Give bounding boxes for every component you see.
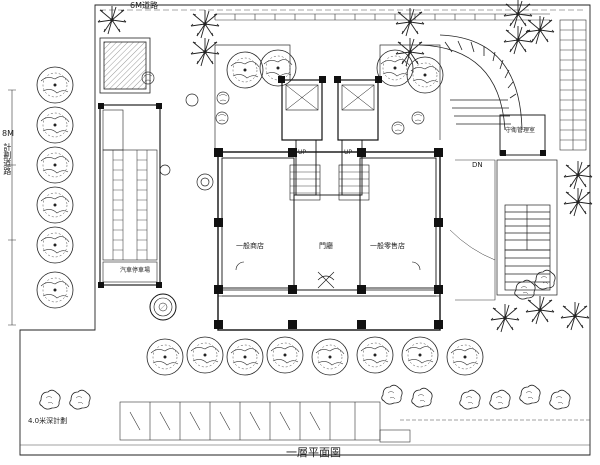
courtyard-trees (215, 49, 444, 135)
guard-room (499, 114, 546, 156)
stair-right-label: UP (344, 149, 353, 156)
left-top-block (99, 37, 151, 94)
front-round-planter (149, 293, 177, 321)
main-building (217, 151, 441, 331)
guard-room-label: 守衛管理室 (505, 127, 536, 134)
left-parking-block (99, 104, 161, 286)
building-columns (214, 148, 443, 329)
left-road-label: 8M 計劃道路 (2, 129, 14, 175)
left-dimension (8, 89, 16, 326)
lobby-label: 門廳 (319, 242, 333, 250)
site-boundary (19, 4, 591, 456)
ramp-dn-label: DN (472, 161, 483, 169)
right-shrubs (490, 160, 593, 333)
curved-ramp (419, 34, 523, 131)
right-stair-block (496, 159, 558, 296)
entry-doors (235, 261, 421, 289)
left-road-label-letters: 8M (2, 129, 14, 138)
stair-left-label: UP (298, 149, 307, 156)
right-parking-column (559, 19, 587, 151)
drawing-title: 一層平面圖 (286, 446, 341, 459)
left-tree-column (36, 66, 74, 309)
bottom-shrubs (39, 384, 571, 410)
parking-label: 汽車停車場 (120, 267, 151, 274)
service-cores (281, 79, 379, 201)
top-fence (214, 13, 550, 21)
bottom-left-note: 4.0米深計劃 (28, 417, 68, 425)
shop-left-label: 一般商店 (236, 242, 264, 250)
left-planters (159, 93, 214, 191)
left-road-label-chars: 計劃道路 (2, 142, 12, 175)
shop-right-label: 一般零售店 (370, 242, 405, 250)
front-tree-row (146, 336, 484, 376)
top-road-label: 6M道路 (130, 1, 158, 10)
bottom-parking-row (119, 401, 381, 441)
